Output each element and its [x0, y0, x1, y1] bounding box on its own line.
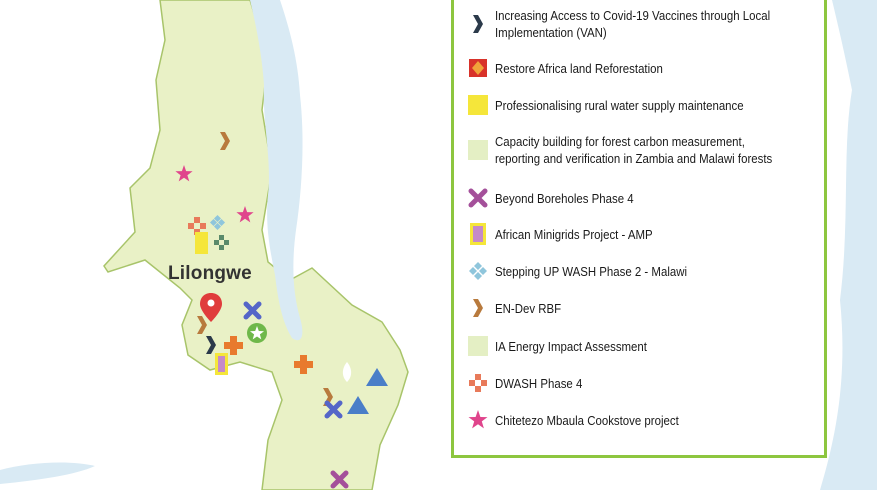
- blue-diamonds-icon: [464, 258, 492, 284]
- legend-label: DWASH Phase 4: [495, 375, 583, 391]
- purple-yellow-rectangle-icon: [464, 221, 492, 247]
- pale-green-square-icon: [464, 333, 492, 359]
- legend-item: Professionalising rural water supply mai…: [464, 92, 824, 118]
- pink-star-icon: [464, 407, 492, 433]
- legend-label: Beyond Boreholes Phase 4: [495, 190, 634, 206]
- legend-item: Chitetezo Mbaula Cookstove project: [464, 407, 824, 433]
- blue-triangle-marker: [347, 396, 369, 414]
- pink-star-marker: [236, 206, 254, 223]
- chevron-brown-marker: [220, 132, 230, 150]
- chevron-dark-icon: [464, 11, 492, 37]
- blue-triangle-marker: [366, 368, 388, 386]
- legend-item: IA Energy Impact Assessment: [464, 333, 824, 359]
- city-label-lilongwe: Lilongwe: [168, 263, 252, 284]
- legend-label: Professionalising rural water supply mai…: [495, 97, 744, 113]
- legend-item: Beyond Boreholes Phase 4: [464, 185, 824, 211]
- legend-item: African Minigrids Project - AMP: [464, 221, 824, 247]
- pink-star-marker: [175, 165, 193, 182]
- blue-x-marker: [324, 400, 343, 419]
- lake-malawi: [250, 0, 303, 341]
- legend-label: Stepping UP WASH Phase 2 - Malawi: [495, 263, 688, 279]
- map-legend: Increasing Access to Covid-19 Vaccines t…: [451, 0, 827, 458]
- legend-item: Increasing Access to Covid-19 Vaccines t…: [464, 7, 824, 41]
- legend-item: EN-Dev RBF: [464, 295, 824, 321]
- malawi-land: [103, 0, 409, 490]
- legend-item: Capacity building for forest carbon meas…: [464, 133, 824, 167]
- legend-label: Capacity building for forest carbon meas…: [495, 134, 773, 166]
- legend-item: Restore Africa land Reforestation: [464, 55, 824, 81]
- legend-label: Chitetezo Mbaula Cookstove project: [495, 412, 679, 428]
- pale-green-square-icon: [464, 137, 492, 163]
- chevron-brown-marker: [197, 316, 207, 334]
- legend-label: EN-Dev RBF: [495, 300, 562, 316]
- blue-drop-marker: [342, 362, 352, 382]
- orange-cross-icon: [464, 370, 492, 396]
- legend-item: Stepping UP WASH Phase 2 - Malawi: [464, 258, 824, 284]
- red-square-orange-diamond-icon: [464, 55, 492, 81]
- orange-cross-marker: [294, 355, 313, 374]
- lake-bottom-left: [0, 462, 95, 484]
- location-pin-marker: [200, 293, 222, 322]
- legend-label: African Minigrids Project - AMP: [495, 226, 653, 242]
- yellow-rect-marker: [195, 232, 208, 254]
- blue-x-marker: [243, 301, 262, 320]
- purple-x-marker: [330, 470, 349, 489]
- chevron-brown-icon: [464, 295, 492, 321]
- orange-cross-marker: [224, 336, 243, 355]
- chevron-dark-marker: [206, 336, 216, 354]
- lake-right-edge: [820, 0, 877, 490]
- legend-label: Increasing Access to Covid-19 Vaccines t…: [495, 8, 771, 40]
- legend-label: Restore Africa land Reforestation: [495, 60, 663, 76]
- legend-label: IA Energy Impact Assessment: [495, 338, 647, 354]
- yellow-rectangle-icon: [464, 92, 492, 118]
- legend-item: DWASH Phase 4: [464, 370, 824, 396]
- stepping-up-wash-marker: [209, 214, 226, 231]
- green-dotted-marker: [214, 235, 229, 250]
- purple-x-icon: [464, 185, 492, 211]
